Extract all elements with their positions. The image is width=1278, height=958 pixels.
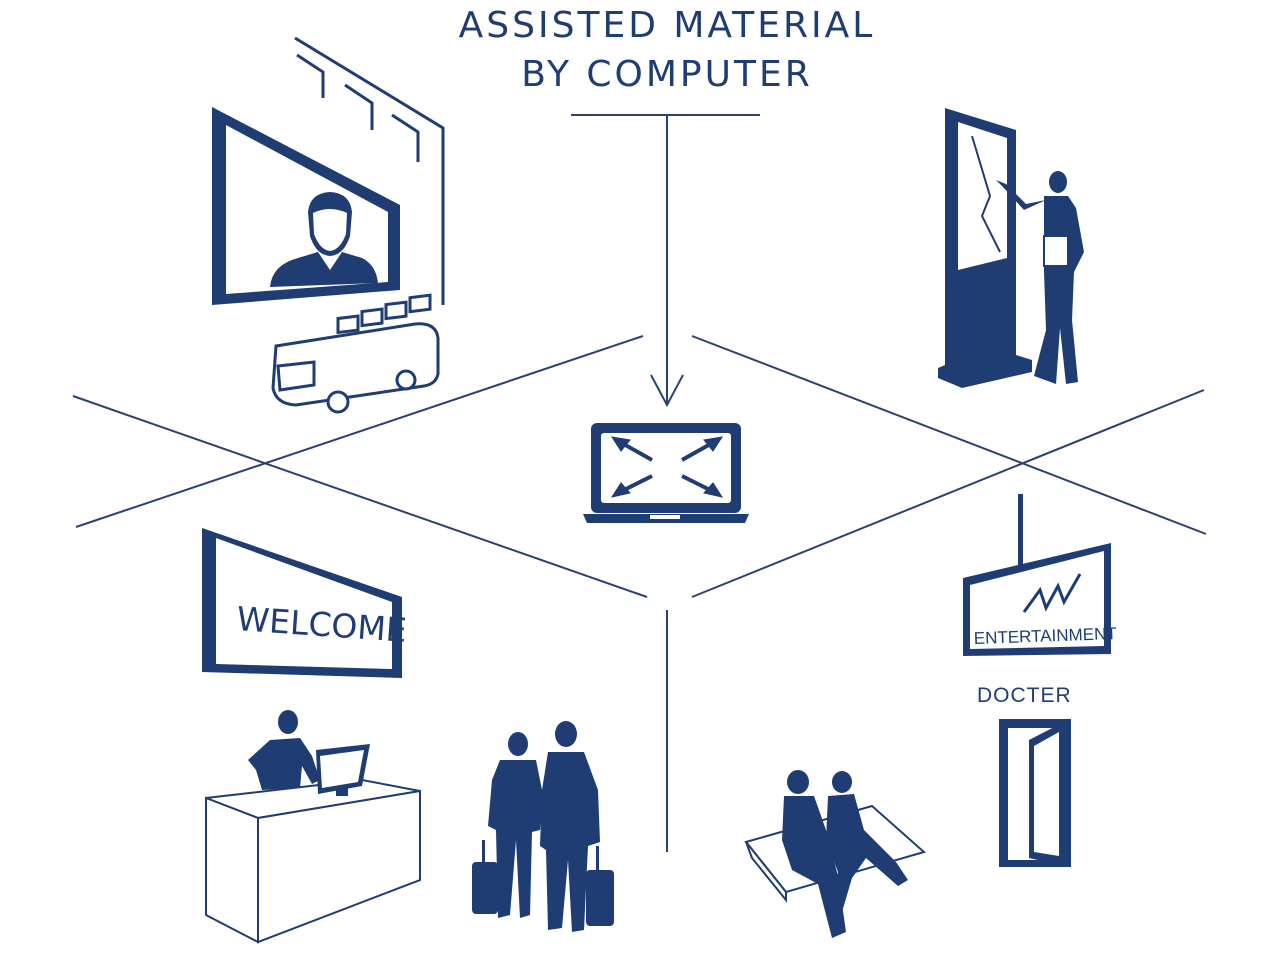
seated-couple-icon (744, 770, 927, 938)
entertainment-screen-icon: ENTERTAINMENT (963, 494, 1117, 656)
divider-lower-right (691, 389, 1205, 598)
video-wall-icon (212, 36, 445, 305)
welcome-display-icon: WELCOME (202, 528, 408, 678)
door-icon (999, 719, 1071, 867)
entertainment-sign-text: ENTERTAINMENT (973, 624, 1117, 648)
divider-upper-left (75, 335, 644, 528)
laptop-icon (583, 423, 749, 523)
title-line-1: ASSISTED MATERIAL (458, 5, 876, 46)
divider-lines (72, 335, 1207, 852)
divider-upper-right (691, 335, 1207, 535)
kiosk-icon (938, 108, 1032, 388)
reception-desk-icon (205, 778, 421, 944)
travelers-icon (472, 721, 614, 932)
bus-icon (271, 293, 440, 414)
receptionist-icon (248, 710, 370, 796)
doctor-label: DOCTER (977, 684, 1072, 707)
divider-lower-left (72, 395, 648, 598)
title-connector (571, 114, 760, 408)
title-line-2: BY COMPUTER (521, 54, 813, 95)
presenter-icon (996, 171, 1084, 384)
